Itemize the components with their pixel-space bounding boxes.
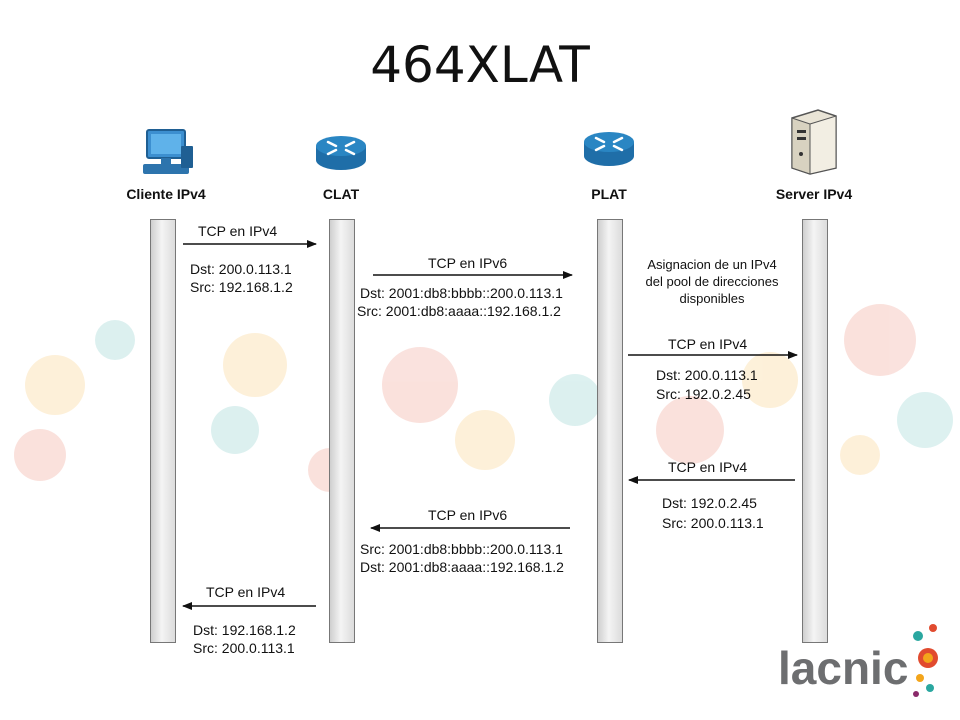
message-label: TCP en IPv4 [206, 584, 286, 600]
message-detail: Src: 200.0.113.1 [662, 515, 764, 531]
message-label: TCP en IPv4 [668, 459, 748, 475]
message-label: TCP en IPv6 [428, 255, 508, 271]
actor-label-server-ipv4: Server IPv4 [775, 186, 853, 202]
message-detail: Dst: 200.0.113.1 [190, 261, 292, 277]
message-detail: Dst: 200.0.113.1 [656, 367, 758, 383]
computer-icon [143, 129, 193, 174]
lacnic-logo: lacnic [778, 624, 938, 697]
lifeline-clat [329, 219, 355, 643]
note-line: disponibles [679, 291, 745, 306]
message-label: TCP en IPv6 [428, 507, 508, 523]
note-line: Asignacion de un IPv4 [647, 257, 777, 272]
message-label: TCP en IPv4 [198, 223, 278, 239]
message-detail: Src: 200.0.113.1 [193, 640, 295, 656]
message-detail: Src: 2001:db8:aaaa::192.168.1.2 [357, 303, 561, 319]
message-detail: Src: 192.0.2.45 [656, 386, 751, 402]
message-detail: Src: 192.168.1.2 [190, 279, 293, 295]
message-detail: Dst: 2001:db8:aaaa::192.168.1.2 [360, 559, 564, 575]
page-title: 464XLAT [370, 36, 590, 94]
router-icon [584, 132, 634, 166]
message-detail: Dst: 192.168.1.2 [193, 622, 296, 638]
lifeline-server-ipv4 [802, 219, 828, 643]
server-icon [791, 109, 837, 175]
router-icon [316, 136, 366, 170]
note-line: del pool de direcciones [645, 274, 779, 289]
actor-label-plat: PLAT [591, 186, 627, 202]
message-detail: Dst: 192.0.2.45 [662, 495, 757, 511]
message-detail: Dst: 2001:db8:bbbb::200.0.113.1 [360, 285, 563, 301]
message-detail: Src: 2001:db8:bbbb::200.0.113.1 [360, 541, 563, 557]
logo-text: lacnic [778, 642, 908, 694]
message-label: TCP en IPv4 [668, 336, 748, 352]
pool-assignment-note: Asignacion de un IPv4 del pool de direcc… [626, 256, 798, 307]
actor-label-clat: CLAT [322, 186, 360, 202]
actor-label-cliente-ipv4: Cliente IPv4 [126, 186, 206, 202]
lifeline-plat [597, 219, 623, 643]
lifeline-cliente-ipv4 [150, 219, 176, 643]
